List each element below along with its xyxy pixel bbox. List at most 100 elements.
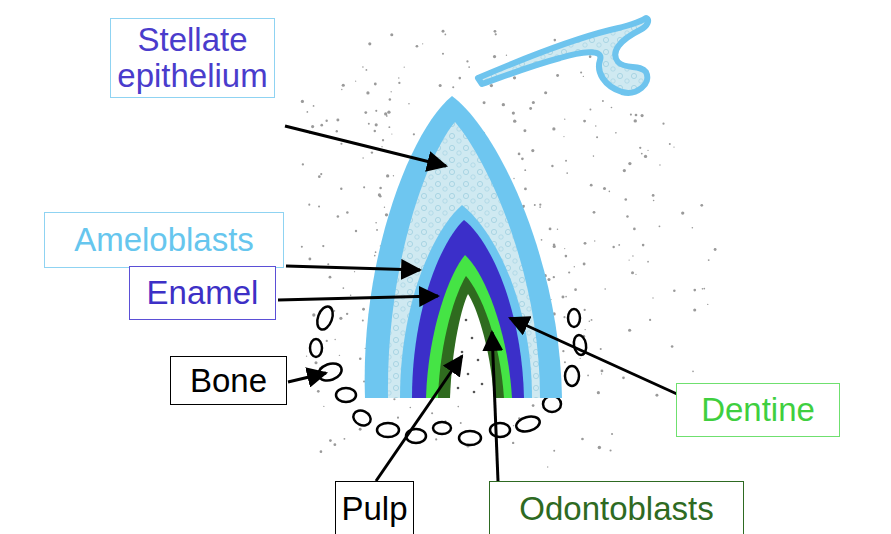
mesenchyme-dot bbox=[649, 319, 651, 321]
mesenchyme-dot bbox=[583, 120, 586, 123]
part-label: Ameloblasts bbox=[74, 222, 254, 258]
enamel-layer bbox=[412, 220, 524, 398]
mesenchyme-dot bbox=[439, 84, 442, 87]
mesenchyme-dot bbox=[659, 164, 660, 165]
mesenchyme-dot bbox=[376, 229, 378, 231]
mesenchyme-dot bbox=[325, 120, 327, 122]
mesenchyme-dot bbox=[583, 263, 586, 266]
mesenchyme-dot bbox=[416, 45, 419, 48]
mesenchyme-dot bbox=[652, 194, 655, 197]
mesenchyme-dot bbox=[631, 271, 634, 274]
mesenchyme-dot bbox=[589, 109, 591, 111]
mesenchyme-dot bbox=[375, 110, 377, 112]
mesenchyme-dot bbox=[374, 83, 377, 86]
mesenchyme-dot bbox=[306, 111, 308, 113]
mesenchyme-dot bbox=[626, 215, 628, 217]
mesenchyme-dot bbox=[413, 133, 415, 135]
mesenchyme-dot bbox=[589, 55, 592, 58]
mesenchyme-dot bbox=[700, 204, 703, 207]
mesenchyme-dot bbox=[583, 76, 584, 77]
mesenchyme-dot bbox=[609, 191, 611, 193]
mesenchyme-dot bbox=[552, 127, 555, 130]
mesenchyme-dot bbox=[379, 195, 381, 197]
mesenchyme-dot bbox=[653, 200, 655, 202]
mesenchyme-dot bbox=[495, 33, 497, 35]
mesenchyme-dot bbox=[359, 428, 362, 431]
mesenchyme-dot bbox=[379, 187, 382, 190]
mesenchyme-dot bbox=[563, 316, 565, 318]
pulp bbox=[450, 294, 494, 398]
mesenchyme-dot bbox=[318, 205, 320, 207]
mesenchyme-dot bbox=[431, 412, 433, 414]
mesenchyme-dot bbox=[523, 129, 526, 132]
mesenchyme-dot bbox=[642, 244, 645, 247]
mesenchyme-dot bbox=[692, 227, 694, 229]
label-box: Enamel bbox=[129, 266, 276, 320]
mesenchyme-dot bbox=[714, 248, 717, 251]
mesenchyme-dot bbox=[534, 204, 536, 206]
mesenchyme-dot bbox=[336, 119, 339, 122]
mesenchyme-dot bbox=[565, 160, 567, 162]
mesenchyme-dot bbox=[591, 319, 593, 321]
mesenchyme-dot bbox=[708, 259, 710, 261]
mesenchyme-dot bbox=[363, 186, 365, 188]
mesenchyme-dot bbox=[547, 466, 548, 467]
mesenchyme-dot bbox=[317, 390, 320, 393]
mesenchyme-dot bbox=[564, 248, 565, 249]
mesenchyme-dot bbox=[334, 310, 336, 312]
mesenchyme-dot bbox=[410, 407, 412, 409]
mesenchyme-dot bbox=[565, 296, 567, 298]
mesenchyme-dot bbox=[635, 114, 638, 117]
mesenchyme-dot bbox=[442, 30, 445, 33]
mesenchyme-dots bbox=[301, 30, 717, 468]
mesenchyme-dot bbox=[343, 438, 345, 440]
mesenchyme-dot bbox=[624, 198, 627, 201]
mesenchyme-dot bbox=[365, 69, 367, 71]
mesenchyme-dot bbox=[459, 77, 462, 80]
part-label: Enamel bbox=[147, 275, 259, 311]
mesenchyme-dot bbox=[340, 143, 342, 145]
mesenchyme-dot bbox=[628, 259, 629, 260]
mesenchyme-dot bbox=[597, 391, 600, 394]
mesenchyme-dot bbox=[584, 309, 586, 311]
mesenchyme-dot bbox=[354, 271, 355, 272]
mesenchyme-dot bbox=[544, 91, 547, 94]
mesenchyme-dot bbox=[589, 320, 591, 322]
mesenchyme-dot bbox=[532, 101, 535, 104]
mesenchyme-dot bbox=[452, 86, 454, 88]
leader-arrows bbox=[278, 126, 677, 481]
mesenchyme-dot bbox=[313, 105, 315, 107]
mesenchyme-dot bbox=[340, 188, 342, 190]
mesenchyme-dot bbox=[301, 246, 303, 248]
mesenchyme-dot bbox=[635, 274, 636, 275]
mesenchyme-dot bbox=[671, 345, 674, 348]
mesenchyme-dot bbox=[311, 125, 314, 128]
mesenchyme-dot bbox=[355, 230, 357, 232]
mesenchyme-dot bbox=[600, 348, 602, 350]
mesenchyme-dot bbox=[632, 255, 633, 256]
mesenchyme-dot bbox=[346, 313, 348, 315]
mesenchyme-dot bbox=[374, 255, 376, 257]
mesenchyme-dot bbox=[529, 107, 532, 110]
part-label: Dentine bbox=[701, 392, 815, 428]
mesenchyme-dot bbox=[557, 229, 558, 230]
mesenchyme-dot bbox=[566, 172, 568, 174]
mesenchyme-dot bbox=[460, 422, 462, 424]
mesenchyme-dot bbox=[554, 39, 557, 42]
mesenchyme-dot bbox=[323, 406, 324, 407]
mesenchyme-dot bbox=[512, 442, 514, 444]
mesenchyme-dot bbox=[565, 255, 568, 258]
mesenchyme-dot bbox=[302, 163, 304, 165]
mesenchyme-dot bbox=[549, 228, 552, 231]
mesenchyme-dot bbox=[594, 240, 595, 241]
mesenchyme-dot bbox=[333, 443, 336, 446]
mesenchyme-dot bbox=[673, 289, 676, 292]
mesenchyme-dot bbox=[382, 139, 384, 141]
mesenchyme-dot bbox=[393, 398, 395, 400]
mesenchyme-dot bbox=[466, 60, 468, 62]
mesenchyme-dot bbox=[584, 329, 585, 330]
mesenchyme-dot bbox=[644, 155, 647, 158]
mesenchyme-dot bbox=[435, 438, 437, 440]
mesenchyme-dot bbox=[513, 120, 516, 123]
